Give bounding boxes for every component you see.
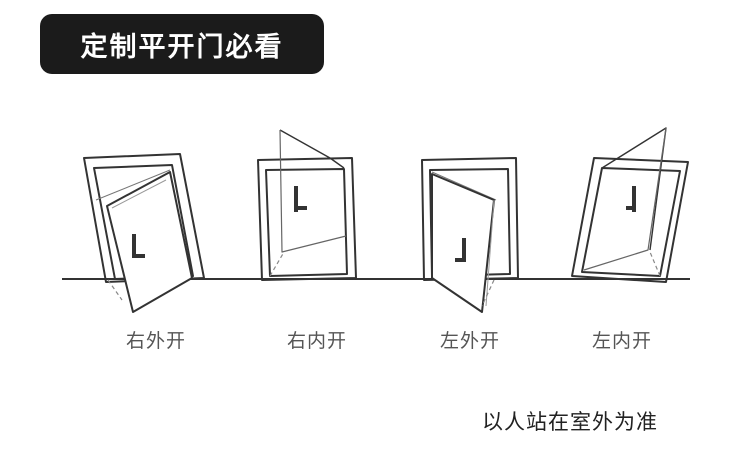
door-handle-lever xyxy=(294,206,307,210)
door-handle xyxy=(632,186,636,212)
door-swing-dash xyxy=(107,279,123,301)
page-title: 定制平开门必看 xyxy=(80,31,284,63)
door-leaf-side xyxy=(279,129,347,253)
door-handle-lever xyxy=(626,206,636,210)
door-frame-inner xyxy=(93,164,194,280)
door-handle-lever xyxy=(132,254,145,258)
door-left-outward xyxy=(421,157,519,313)
door-swing-dash xyxy=(481,279,495,307)
door-label-left-inward: 左内开 xyxy=(591,330,652,352)
door-handle xyxy=(132,234,136,258)
door-right-outward xyxy=(83,153,205,313)
door-label-right-outward: 右外开 xyxy=(125,330,186,352)
door-leaf-edge xyxy=(111,179,167,209)
perspective-note: 以人站在室外为准 xyxy=(482,410,658,434)
door-label-right-inward: 右内开 xyxy=(286,330,347,352)
door-frame xyxy=(421,157,519,281)
door-opening-shadow xyxy=(95,169,171,201)
door-handle xyxy=(294,186,298,212)
door-frame xyxy=(83,153,205,283)
door-frame-inner xyxy=(265,168,348,277)
door-handle-lever xyxy=(455,258,466,262)
title-badge: 定制平开门必看 xyxy=(40,14,324,74)
door-leaf-open xyxy=(279,129,345,169)
door-frame-inner xyxy=(581,167,681,277)
door-swing-dash xyxy=(269,251,285,277)
door-label-left-outward: 左外开 xyxy=(439,330,500,352)
door-frame xyxy=(571,157,689,283)
door-right-inward xyxy=(257,129,357,281)
door-handle xyxy=(462,238,466,262)
door-left-inward xyxy=(571,127,689,283)
door-frame xyxy=(257,157,357,281)
door-leaf xyxy=(106,171,193,313)
door-swing-dash xyxy=(649,251,661,277)
door-leaf-side xyxy=(583,127,667,271)
door-leaf-edge xyxy=(485,199,495,307)
